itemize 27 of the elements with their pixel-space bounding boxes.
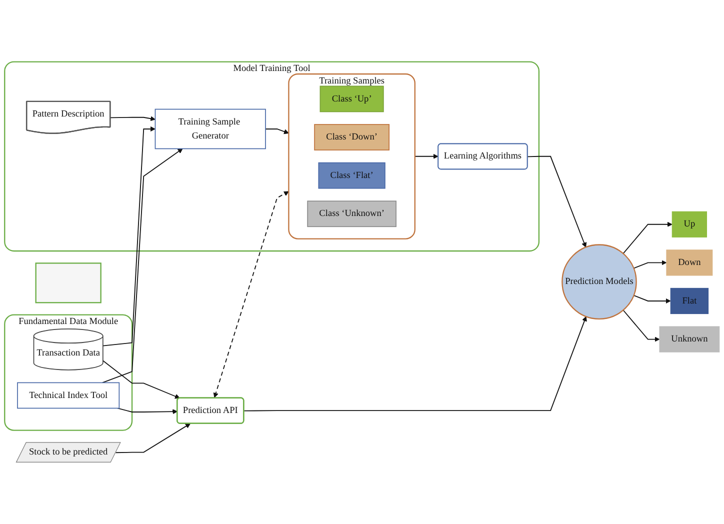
arrow (102, 126, 156, 346)
arrow (633, 294, 671, 304)
arrow (115, 423, 190, 454)
arrow (110, 116, 156, 122)
node-box: Class ‘Unknown’ (307, 200, 396, 228)
node-box: Class ‘Down’ (314, 124, 390, 150)
arrow (265, 128, 289, 134)
node-circle: Prediction Models (562, 244, 637, 320)
arrow (117, 408, 178, 414)
arrow (622, 222, 672, 254)
arrow (414, 154, 438, 159)
arrow (633, 260, 667, 269)
node-box: Unknown (659, 326, 720, 352)
node-box: Flat (670, 288, 709, 314)
arrow (622, 310, 660, 342)
node-box: Up (672, 211, 707, 238)
node-box: Down (666, 250, 713, 276)
node-box (35, 262, 102, 304)
node-box: Class ‘Flat’ (318, 162, 386, 189)
arrow (527, 156, 587, 248)
arrow (243, 316, 587, 412)
node-box: Technical Index Tool (17, 382, 120, 409)
arrow (102, 360, 180, 399)
arrow (213, 191, 289, 398)
node-box: Training Sample Generator (154, 108, 266, 150)
arrow (102, 148, 183, 384)
node-box: Class ‘Up’ (320, 86, 384, 112)
